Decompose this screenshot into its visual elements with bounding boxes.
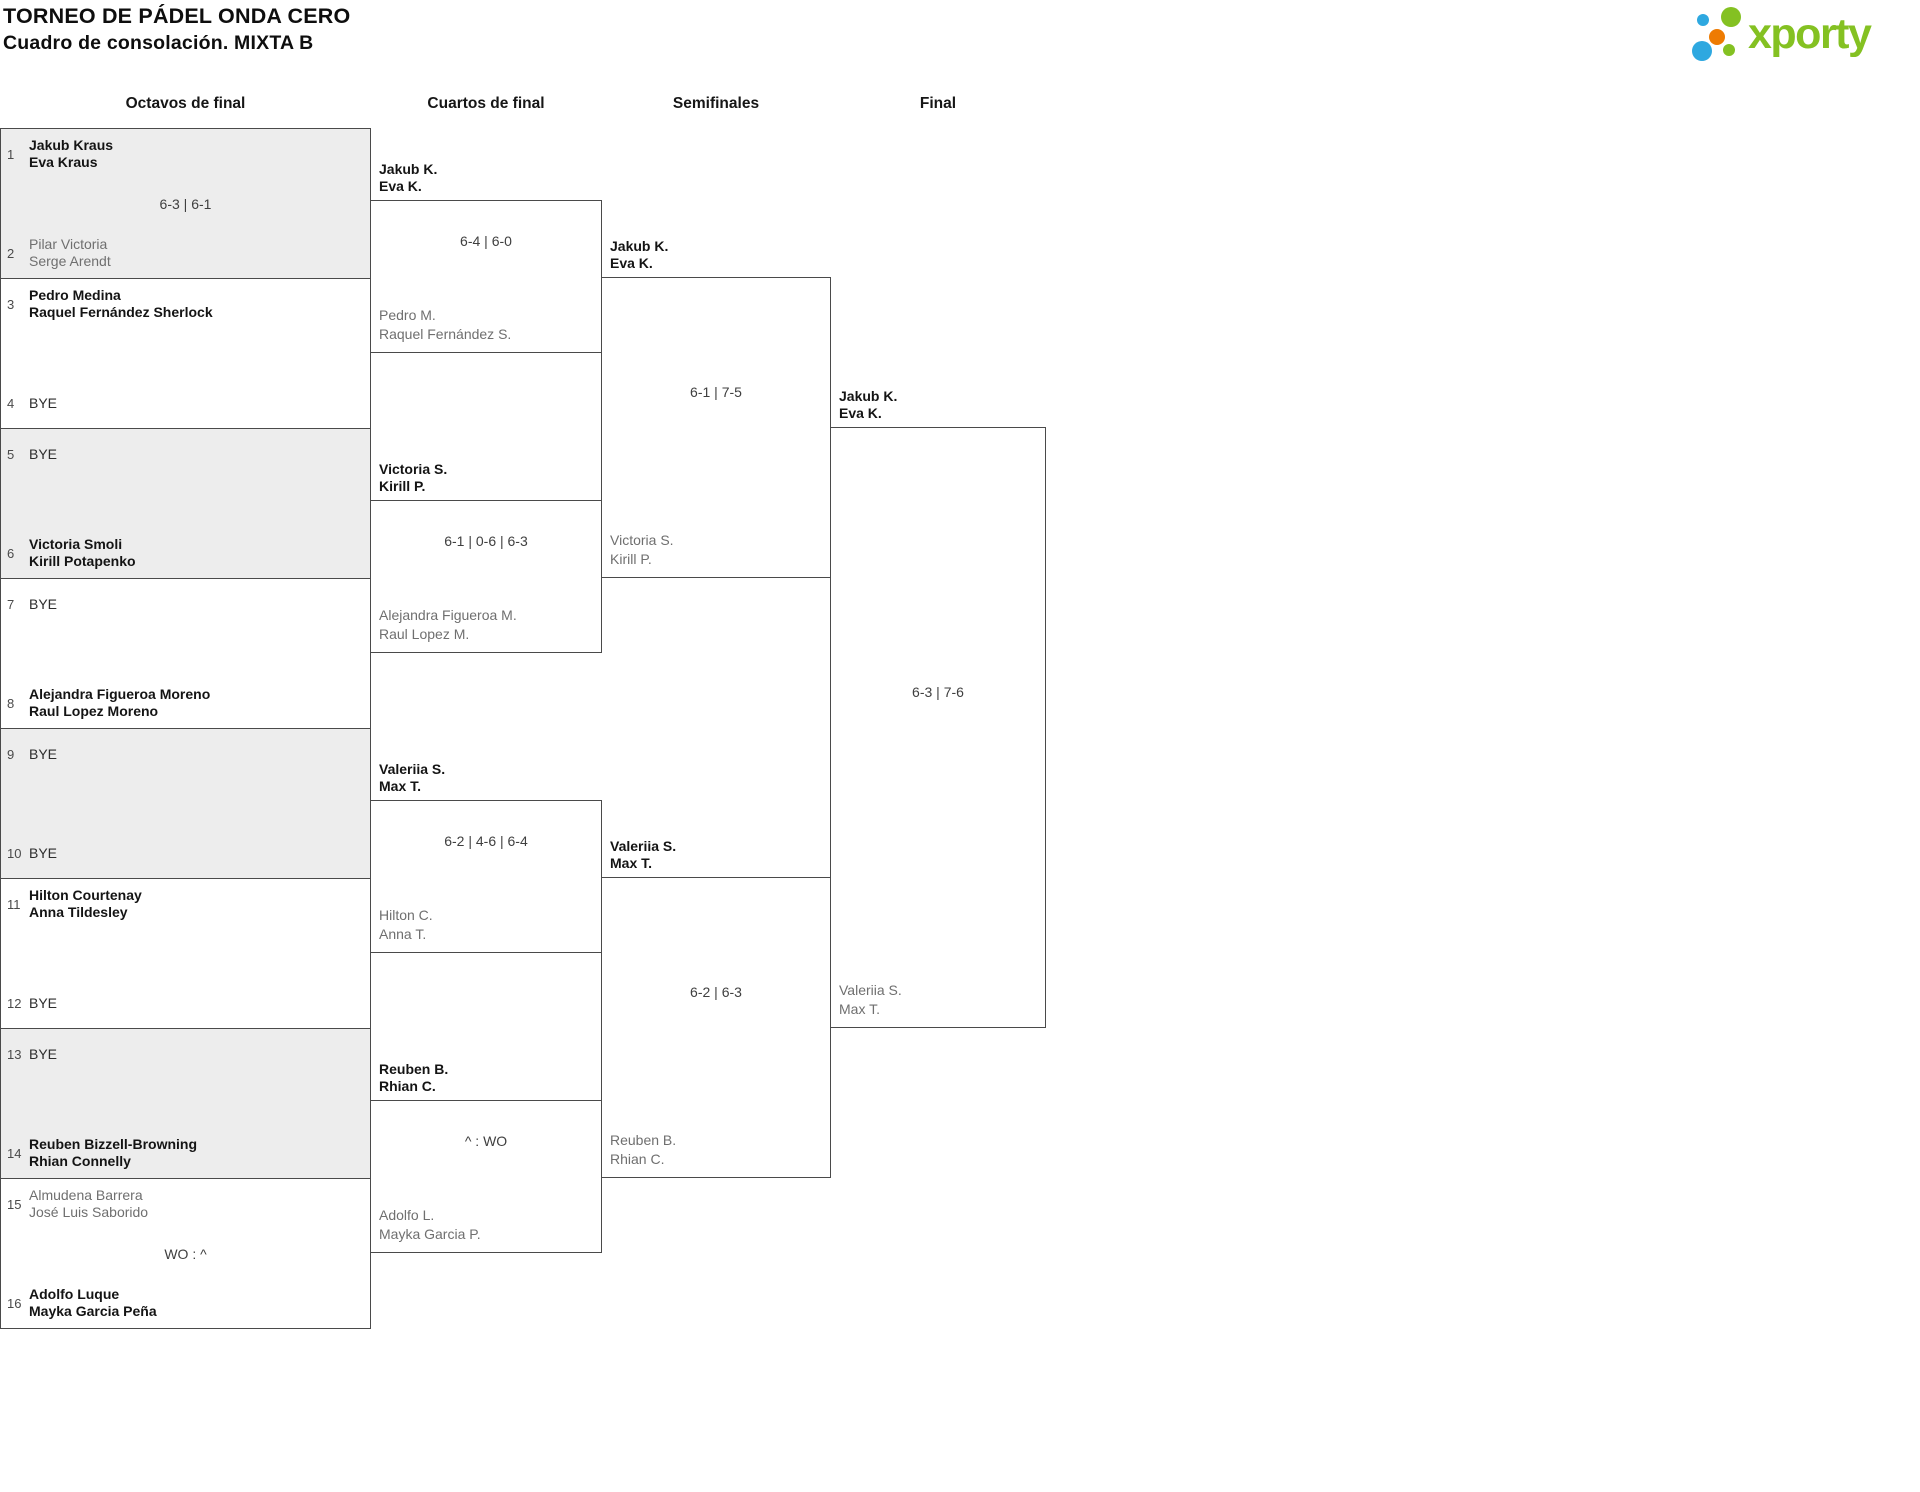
team-slot: 7 BYE [1, 580, 370, 628]
winner-label: Valeriia S. Max T. [610, 838, 677, 871]
team-slot: 11 Hilton Courtenay Anna Tildesley [1, 880, 370, 928]
seed-number: 3 [7, 296, 15, 312]
match-score: 6-3 | 6-1 [159, 195, 212, 212]
match-score: 6-3 | 7-6 [912, 683, 964, 700]
team-names: Reuben Bizzell-Browning Rhian Connelly [29, 1136, 197, 1169]
team-slot: 2 Pilar Victoria Serge Arendt [1, 229, 370, 277]
match-box-r1-7: 13 BYE 14 Reuben Bizzell-Browning Rhian … [0, 1028, 371, 1179]
match-box-final: Jakub K. Eva K. 6-3 | 7-6 Valeriia S. Ma… [830, 388, 1046, 1028]
team-names: BYE [29, 844, 58, 861]
match-box-r1-4: 7 BYE 8 Alejandra Figueroa Moreno Raul L… [0, 578, 371, 729]
match-score: ^ : WO [464, 1132, 508, 1149]
seed-number: 1 [7, 146, 15, 162]
team-names: BYE [29, 1045, 58, 1062]
team-slot: 14 Reuben Bizzell-Browning Rhian Connell… [1, 1129, 370, 1177]
team-names: Almudena Barrera José Luis Saborido [29, 1187, 149, 1220]
winner-label: Victoria S. Kirill P. [379, 461, 448, 494]
match-score: 6-2 | 4-6 | 6-4 [444, 832, 528, 849]
seed-number: 12 [7, 995, 22, 1011]
loser-label: Reuben B. Rhian C. [610, 1132, 677, 1167]
team-slot: 8 Alejandra Figueroa Moreno Raul Lopez M… [1, 679, 370, 727]
round-header-semifinales: Semifinales [672, 95, 760, 112]
page-title: TORNEO DE PÁDEL ONDA CERO [3, 4, 351, 28]
team-slot: 16 Adolfo Luque Mayka Garcia Peña [1, 1279, 370, 1327]
match-box-qf-4: Reuben B. Rhian C. ^ : WO Adolfo L. Mayk… [370, 1061, 602, 1253]
winner-label: Jakub K. Eva K. [379, 161, 438, 194]
seed-number: 7 [7, 596, 15, 612]
match-box-sf-1: Jakub K. Eva K. 6-1 | 7-5 Victoria S. Ki… [601, 238, 831, 578]
xporty-logo: xporty [1690, 6, 1872, 62]
match-box-r1-3: 5 BYE 6 Victoria Smoli Kirill Potapenko [0, 428, 371, 579]
team-slot: 9 BYE [1, 730, 370, 778]
loser-label: Victoria S. Kirill P. [610, 532, 674, 567]
team-names: Pedro Medina Raquel Fernández Sherlock [29, 287, 213, 320]
team-names: Victoria Smoli Kirill Potapenko [29, 536, 136, 569]
team-names: Alejandra Figueroa Moreno Raul Lopez Mor… [29, 686, 211, 719]
team-slot: 5 BYE [1, 430, 370, 478]
seed-number: 13 [7, 1046, 22, 1062]
match-box-r1-6: 11 Hilton Courtenay Anna Tildesley 12 BY… [0, 878, 371, 1029]
loser-label: Pedro M. Raquel Fernández S. [379, 307, 512, 342]
match-box-r1-5: 9 BYE 10 BYE [0, 728, 371, 879]
team-names: BYE [29, 445, 58, 462]
team-slot: 13 BYE [1, 1030, 370, 1078]
page-subtitle: Cuadro de consolación. MIXTA B [3, 32, 314, 54]
match-box-r1-8: 15 Almudena Barrera José Luis Saborido W… [0, 1178, 371, 1329]
team-slot: 10 BYE [1, 829, 370, 877]
seed-number: 16 [7, 1295, 22, 1311]
team-slot: 6 Victoria Smoli Kirill Potapenko [1, 529, 370, 577]
loser-label: Adolfo L. Mayka Garcia P. [379, 1207, 481, 1242]
team-names: BYE [29, 394, 58, 411]
match-box-r1-2: 3 Pedro Medina Raquel Fernández Sherlock… [0, 278, 371, 429]
loser-label: Valeriia S. Max T. [839, 982, 902, 1017]
team-names: Pilar Victoria Serge Arendt [29, 236, 111, 269]
match-score: 6-1 | 0-6 | 6-3 [444, 532, 528, 549]
seed-number: 2 [7, 245, 15, 261]
winner-label: Valeriia S. Max T. [379, 761, 446, 794]
seed-number: 9 [7, 746, 15, 762]
match-score: 6-4 | 6-0 [460, 232, 512, 249]
round-header-final: Final [919, 95, 957, 112]
team-names: BYE [29, 595, 58, 612]
seed-number: 15 [7, 1196, 22, 1212]
team-slot: 3 Pedro Medina Raquel Fernández Sherlock [1, 280, 370, 328]
xporty-logo-text: xporty [1748, 10, 1872, 58]
winner-label: Reuben B. Rhian C. [379, 1061, 449, 1094]
winner-label: Jakub K. Eva K. [610, 238, 669, 271]
match-box-r1-1: 1 Jakub Kraus Eva Kraus 6-3 | 6-1 2 Pila… [0, 128, 371, 279]
match-box-sf-2: Valeriia S. Max T. 6-2 | 6-3 Reuben B. R… [601, 838, 831, 1178]
seed-number: 11 [7, 896, 21, 912]
winner-label: Jakub K. Eva K. [839, 388, 898, 421]
match-score: 6-2 | 6-3 [690, 983, 742, 1000]
loser-label: Hilton C. Anna T. [379, 907, 433, 942]
match-box-qf-2: Victoria S. Kirill P. 6-1 | 0-6 | 6-3 Al… [370, 461, 602, 653]
team-slot: 4 BYE [1, 379, 370, 427]
seed-number: 8 [7, 695, 15, 711]
seed-number: 6 [7, 545, 15, 561]
xporty-logo-dots-icon [1692, 7, 1741, 61]
round-header-octavos: Octavos de final [125, 95, 246, 112]
seed-number: 5 [7, 446, 15, 462]
team-slot: 12 BYE [1, 979, 370, 1027]
team-names: BYE [29, 745, 58, 762]
seed-number: 14 [7, 1145, 22, 1161]
team-names: BYE [29, 994, 58, 1011]
seed-number: 4 [7, 395, 15, 411]
team-slot: 15 Almudena Barrera José Luis Saborido [1, 1180, 370, 1228]
loser-label: Alejandra Figueroa M. Raul Lopez M. [379, 607, 517, 642]
team-slot: 1 Jakub Kraus Eva Kraus [1, 130, 370, 178]
team-names: Adolfo Luque Mayka Garcia Peña [29, 1286, 157, 1319]
seed-number: 10 [7, 845, 22, 861]
team-names: Jakub Kraus Eva Kraus [29, 137, 114, 170]
round-header-cuartos: Cuartos de final [427, 95, 545, 112]
match-box-qf-1: Jakub K. Eva K. 6-4 | 6-0 Pedro M. Raque… [370, 161, 602, 353]
match-score: WO : ^ [164, 1245, 207, 1262]
team-names: Hilton Courtenay Anna Tildesley [29, 887, 142, 920]
match-box-qf-3: Valeriia S. Max T. 6-2 | 4-6 | 6-4 Hilto… [370, 761, 602, 953]
match-score: 6-1 | 7-5 [690, 383, 742, 400]
